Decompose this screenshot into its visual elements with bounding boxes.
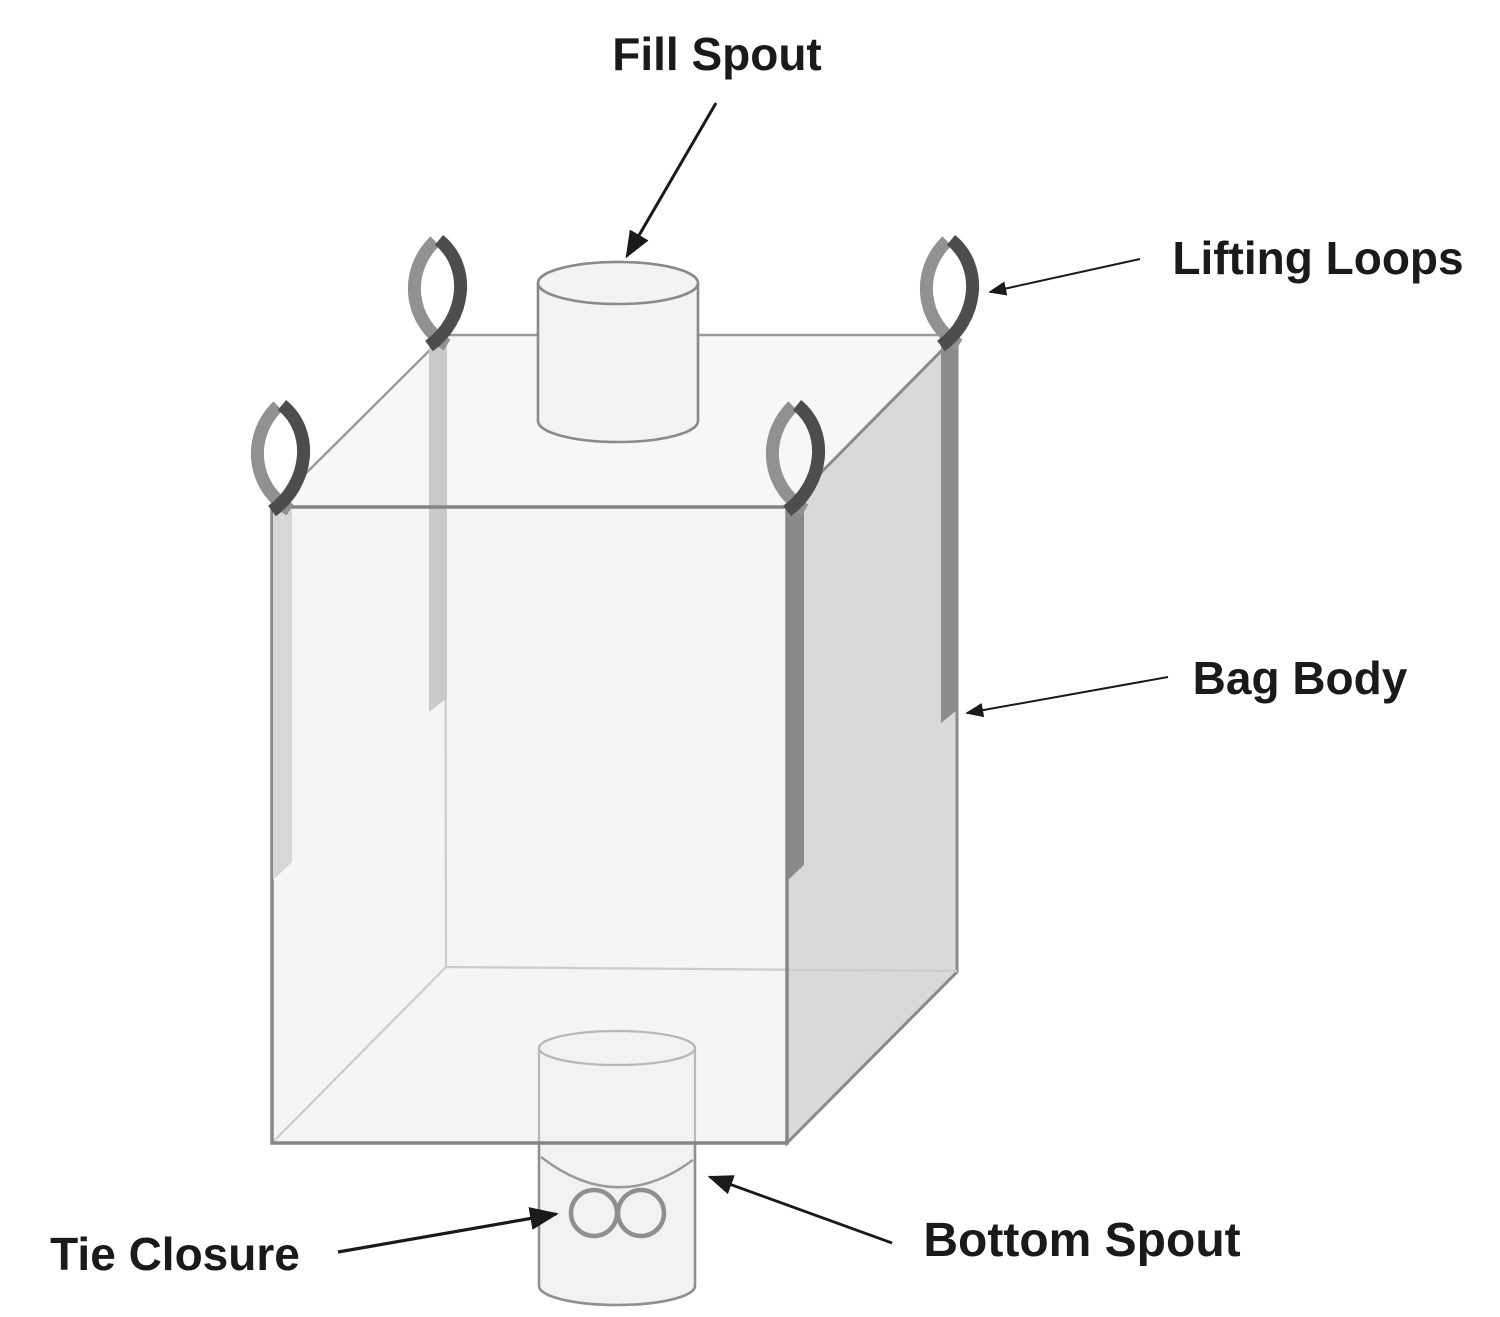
bag-front-face xyxy=(272,507,787,1143)
strap-back-left xyxy=(429,340,447,712)
interior-left-bottom-edge xyxy=(271,966,447,1144)
bag-body-arrow xyxy=(965,676,1169,718)
fill-spout-top-ellipse xyxy=(536,260,700,306)
strap-back-right xyxy=(941,338,957,723)
lifting-loop-back-left xyxy=(407,234,468,352)
lifting-loop-front-left xyxy=(250,399,311,517)
bottom-spout-bottom-arc xyxy=(537,1285,697,1307)
bottom-spout xyxy=(537,1029,697,1307)
tie-closure xyxy=(540,1156,694,1239)
label-lifting-loops: Lifting Loops xyxy=(1172,232,1463,284)
interior-back-bottom-edge xyxy=(445,965,958,973)
loop-band-dark xyxy=(782,399,826,517)
bag-front-border xyxy=(270,505,789,1145)
strap-front-left xyxy=(273,509,292,880)
label-bottom-spout: Bottom Spout xyxy=(923,1214,1240,1267)
tie-bow-loop-right xyxy=(615,1187,667,1239)
label-bag-body: Bag Body xyxy=(1193,652,1408,704)
label-fill-spout: Fill Spout xyxy=(612,28,822,80)
fill-spout xyxy=(536,260,700,444)
strap-front-right xyxy=(788,509,804,880)
fill-spout-arrow xyxy=(625,102,718,259)
callout-arrows xyxy=(337,102,1169,1254)
lifting-loops-arrow xyxy=(988,258,1141,296)
lifting-loop-back-right xyxy=(919,234,980,352)
tie-gather-curve xyxy=(540,1156,694,1189)
bottom-spout-arrow xyxy=(707,1175,893,1245)
loop-band-dark xyxy=(267,399,311,517)
tie-closure-arrow xyxy=(337,1207,559,1254)
bottom-spout-body xyxy=(539,1031,695,1305)
lifting-loop-front-right xyxy=(765,399,826,517)
loop-band-dark xyxy=(424,234,468,352)
label-tie-closure: Tie Closure xyxy=(50,1228,300,1280)
loop-band-dark xyxy=(936,234,980,352)
tie-bow-loop-left xyxy=(568,1187,620,1239)
bottom-spout-hidden-outline xyxy=(537,1029,697,1143)
